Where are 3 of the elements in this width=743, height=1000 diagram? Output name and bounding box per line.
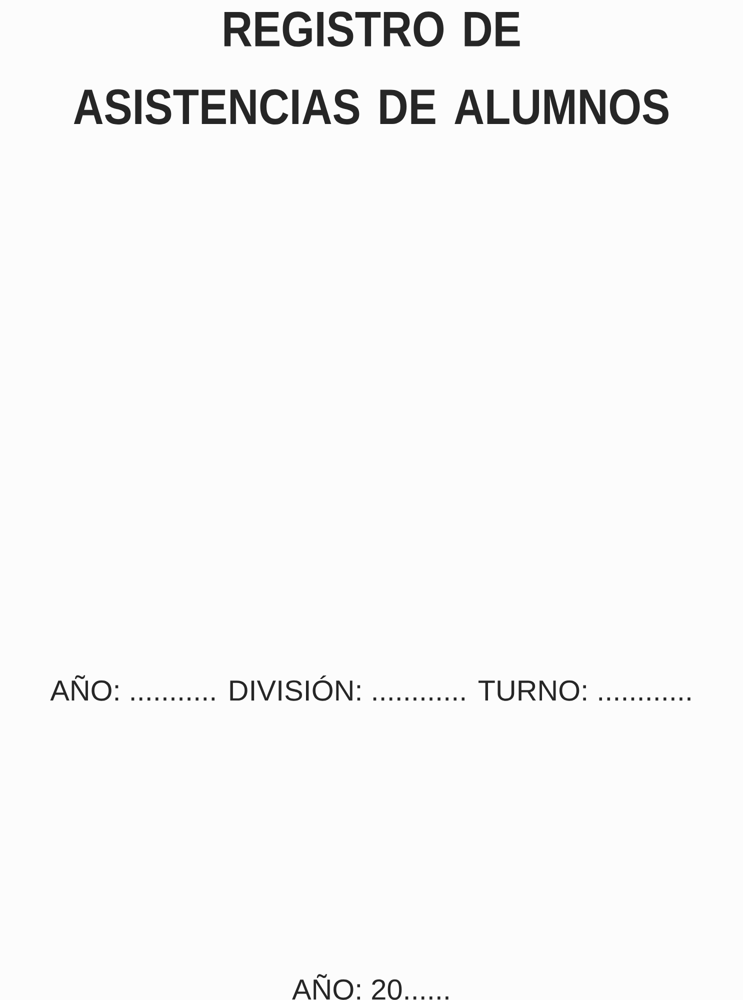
form-line: AÑO: 20...... <box>292 974 448 1000</box>
title: REGISTRO DE ASISTENCIAS DE ALUMNOS <box>74 12 668 124</box>
form-line: AÑO: ........... DIVISIÓN: ............ TURNO: ............ <box>50 675 690 701</box>
